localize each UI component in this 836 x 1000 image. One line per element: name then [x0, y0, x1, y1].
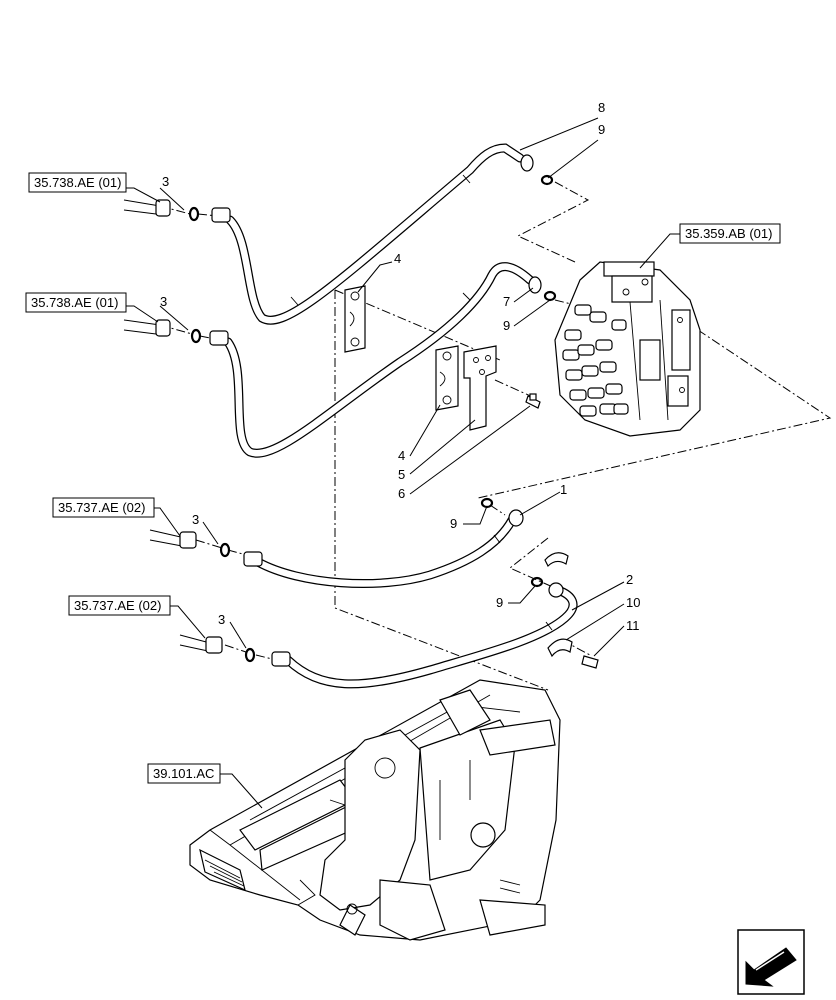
reference-box-35737-a[interactable]: 35.737.AE (02): [52, 497, 155, 518]
reference-box-35737-b[interactable]: 35.737.AE (02): [68, 595, 171, 616]
reference-label: 39.101.AC: [153, 766, 214, 781]
reference-label: 35.738.AE (01): [31, 295, 118, 310]
callout-8: 8: [598, 100, 605, 115]
reference-label: 35.737.AE (02): [58, 500, 145, 515]
hose-2: [283, 582, 578, 689]
bolt-11: [581, 655, 599, 669]
clamp-10: [544, 552, 573, 658]
callout-leaders: [126, 117, 680, 809]
reference-box-35359[interactable]: 35.359.AB (01): [679, 223, 781, 244]
callout-4-upper: 4: [394, 251, 401, 266]
fittings-left: [209, 207, 291, 667]
callout-2: 2: [626, 572, 633, 587]
reference-box-35738-top[interactable]: 35.738.AE (01): [28, 172, 127, 193]
callout-1: 1: [560, 482, 567, 497]
bolt-6: [525, 393, 541, 409]
hose-8: [225, 143, 534, 325]
callout-9-second: 9: [503, 318, 510, 333]
callout-11: 11: [626, 618, 640, 633]
clamp-4-upper: [344, 285, 366, 353]
reference-label: 35.738.AE (01): [34, 175, 121, 190]
reference-label: 35.359.AB (01): [685, 226, 772, 241]
callout-numbers: 8 9 3 4 3 7 9 4 5 6 1 9 3 2 9 10 11 3: [160, 100, 640, 633]
chassis-frame: [189, 679, 561, 941]
reference-box-39101[interactable]: 39.101.AC: [147, 763, 221, 784]
clamp-4-lower: [435, 345, 459, 411]
pipe-stubs: [123, 199, 223, 654]
callout-3-fourth: 3: [218, 612, 225, 627]
arrow-next-icon[interactable]: [737, 929, 805, 995]
callout-3-third: 3: [192, 512, 199, 527]
callout-7: 7: [503, 294, 510, 309]
reference-label: 35.737.AE (02): [74, 598, 161, 613]
callout-6: 6: [398, 486, 405, 501]
callout-9-upper: 9: [598, 122, 605, 137]
control-valve: [554, 261, 701, 437]
callout-3-second: 3: [160, 294, 167, 309]
callout-10: 10: [626, 595, 640, 610]
hose-1: [253, 509, 524, 589]
callout-4-lower: 4: [398, 448, 405, 463]
bracket-5: [463, 345, 497, 431]
callout-3-upper: 3: [162, 174, 169, 189]
callout-9-fourth: 9: [496, 595, 503, 610]
reference-box-35738-mid[interactable]: 35.738.AE (01): [25, 292, 127, 313]
callout-9-third: 9: [450, 516, 457, 531]
callout-5: 5: [398, 467, 405, 482]
